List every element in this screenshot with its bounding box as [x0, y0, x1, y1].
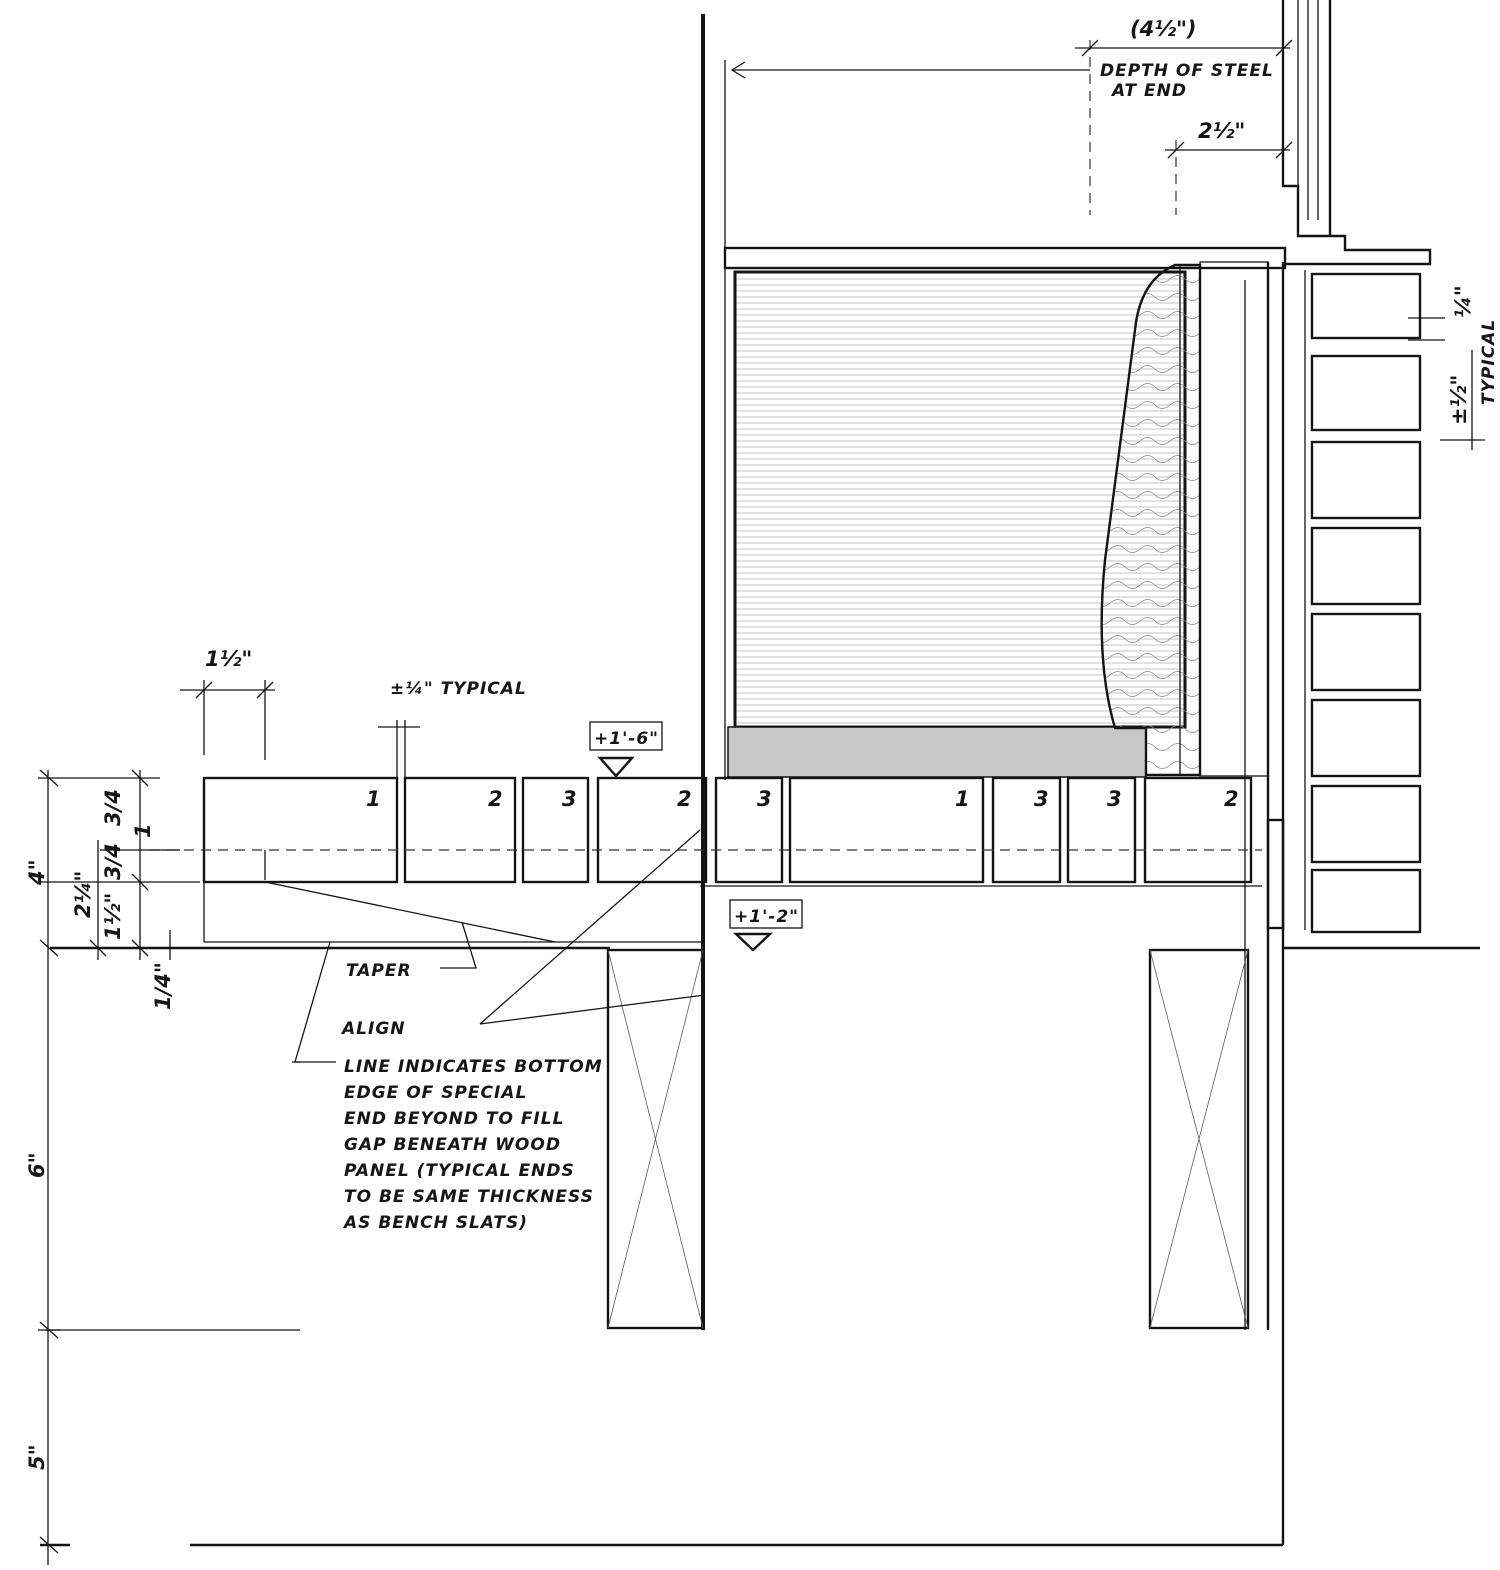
- note-bottom-edge-line: GAP BENEATH WOOD: [344, 1135, 561, 1155]
- base-lines: [40, 1329, 1283, 1547]
- dim-left-4: 4": [25, 859, 49, 886]
- right-dimension-lines: [1408, 317, 1485, 450]
- dim-left-2-quarter: 2¼": [71, 871, 95, 918]
- note-depth-line2: AT END: [1110, 81, 1187, 101]
- slat-number: 3: [757, 787, 772, 811]
- dim-gap-typical: ±¼" TYPICAL: [390, 679, 527, 699]
- dim-left-1-half: 1½": [101, 893, 125, 940]
- note-taper: TAPER: [346, 961, 412, 981]
- slat-number: 3: [562, 787, 577, 811]
- dim-left-3-4: 3/4: [101, 789, 125, 826]
- bench-legs: [606, 948, 1250, 1330]
- dim-left-3-4b: 3/4: [101, 843, 125, 880]
- slat-number: 2: [1224, 787, 1239, 811]
- steel-end: [1199, 0, 1432, 1545]
- dim-left-1: 1: [131, 823, 155, 838]
- note-depth-line1: DEPTH OF STEEL: [1100, 61, 1274, 81]
- annotations: (4½") DEPTH OF STEEL AT END 2½" ¼" ±½" T…: [25, 17, 1499, 1470]
- elevation-markers: [589, 721, 803, 952]
- slat-number: 3: [1107, 787, 1122, 811]
- dim-2-half: 2½": [1198, 119, 1245, 143]
- slat-number: 2: [677, 787, 692, 811]
- elevation-lower: +1'-2": [734, 907, 799, 927]
- left-dimension-lines: [38, 769, 200, 1565]
- seat-slats: [150, 776, 1262, 884]
- note-bottom-edge-line: END BEYOND TO FILL: [344, 1109, 564, 1129]
- slat-number: 2: [488, 787, 503, 811]
- seat-frame: [50, 881, 1480, 950]
- note-bottom-edge-line: EDGE OF SPECIAL: [344, 1083, 527, 1103]
- note-align: ALIGN: [340, 1019, 406, 1039]
- slat-number: 3: [1034, 787, 1049, 811]
- right-slat-stack: [1310, 272, 1422, 934]
- note-bottom-edge-line: LINE INDICATES BOTTOM: [344, 1057, 603, 1077]
- dim-right-typical: TYPICAL: [1479, 319, 1499, 405]
- dim-4-half: (4½"): [1130, 17, 1197, 41]
- dim-right-half: ±½": [1447, 375, 1471, 425]
- dim-left-5: 5": [25, 1444, 49, 1470]
- slat-width-dimension: [180, 680, 420, 778]
- slat-number: 1: [366, 787, 381, 811]
- wood-panel: [1100, 263, 1202, 777]
- note-bottom-edge-line: TO BE SAME THICKNESS: [344, 1187, 594, 1207]
- steel-depth-dimension: [730, 39, 1293, 215]
- dim-left-6: 6": [25, 1152, 49, 1178]
- elevation-upper: +1'-6": [594, 729, 659, 749]
- dim-left-quarter: 1/4": [151, 962, 175, 1010]
- dim-right-quarter: ¼": [1451, 285, 1475, 318]
- slat-numbers: 1 2 3 2 3 1 3 3 2: [366, 787, 1239, 811]
- dim-slat-width: 1½": [205, 647, 252, 671]
- slat-number: 1: [955, 787, 970, 811]
- leader-lines: [292, 829, 706, 1063]
- note-bottom-edge-line: PANEL (TYPICAL ENDS: [344, 1161, 575, 1181]
- note-bottom-edge-line: AS BENCH SLATS): [342, 1213, 528, 1233]
